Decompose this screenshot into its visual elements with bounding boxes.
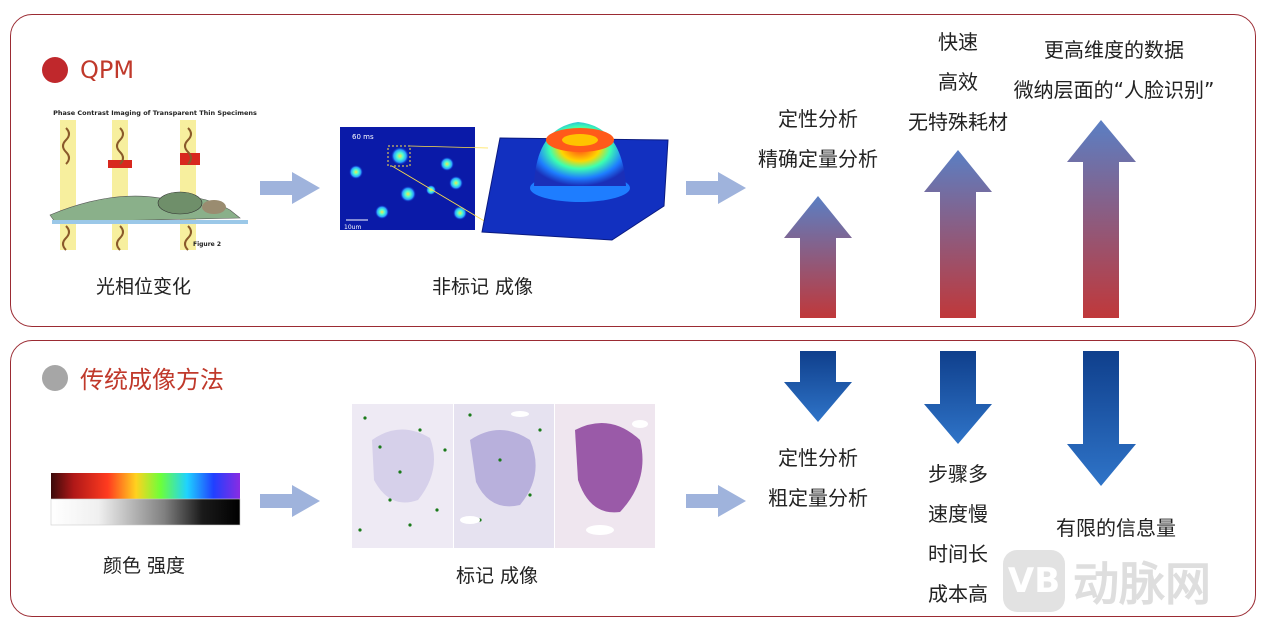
figure-caption: Figure 2: [193, 241, 221, 248]
flow-arrows: [260, 172, 746, 517]
qpm-higher-dim: 更高维度的数据 微纳层面的“人脸识别”: [996, 30, 1232, 110]
flow-arrow-icon: [686, 485, 746, 517]
qpm-analysis-qualitative: 定性分析: [778, 107, 858, 131]
label-label-free: 非标记 成像: [432, 276, 534, 298]
watermark: VB 动脉网: [1003, 548, 1211, 614]
phase-contrast-figure: Phase Contrast Imaging of Transparent Th…: [49, 107, 257, 257]
watermark-logo-icon: VB: [1003, 550, 1065, 612]
down-arrows: [784, 351, 1136, 486]
qpm-scale-label: 10um: [344, 224, 361, 231]
drawback-high-cost: 成本高: [928, 582, 988, 606]
qpm-title: QPM: [80, 56, 135, 84]
color-intensity-bars: [50, 473, 241, 526]
qpm-3d-surface: [481, 122, 669, 241]
qpm-features: 快速 高效 无特殊耗材: [890, 22, 1026, 142]
qpm-face-recognition: 微纳层面的“人脸识别”: [1013, 78, 1215, 102]
traditional-limited-info: 有限的信息量: [1026, 508, 1206, 548]
up-arrow-icon: [1067, 120, 1136, 318]
up-arrow-icon: [784, 196, 852, 318]
figure-title: Phase Contrast Imaging of Transparent Th…: [53, 109, 257, 117]
label-phase-change: 光相位变化: [96, 276, 192, 298]
qpm-time-label: 60 ms: [352, 133, 374, 141]
qpm-cell-image: 60 ms 10um: [340, 127, 489, 231]
down-arrow-icon: [1067, 351, 1136, 486]
qpm-analysis: 定性分析 精确定量分析: [750, 99, 886, 179]
down-arrow-icon: [784, 351, 852, 422]
limited-info-text: 有限的信息量: [1056, 516, 1176, 540]
traditional-analysis-qualitative: 定性分析: [778, 446, 858, 470]
flow-arrow-icon: [686, 172, 746, 204]
traditional-drawbacks: 步骤多 速度慢 时间长 成本高: [890, 454, 1026, 614]
stained-tissue-images: [352, 404, 655, 548]
flow-arrow-icon: [260, 485, 320, 517]
drawback-long-time: 时间长: [928, 542, 988, 566]
qpm-dot-icon: [42, 57, 68, 83]
qpm-higher-data: 更高维度的数据: [1044, 38, 1184, 62]
flow-arrow-icon: [260, 172, 320, 204]
qpm-analysis-quantitative: 精确定量分析: [758, 147, 878, 171]
watermark-text: 动脉网: [1073, 557, 1211, 611]
label-color-intensity: 颜色 强度: [103, 555, 186, 577]
traditional-dot-icon: [42, 364, 68, 391]
traditional-analysis-rough: 粗定量分析: [768, 486, 868, 510]
up-arrow-icon: [924, 150, 992, 318]
qpm-feature-fast: 快速: [938, 30, 978, 54]
qpm-heading: QPM: [42, 56, 134, 84]
up-arrows: [784, 120, 1136, 318]
traditional-analysis: 定性分析 粗定量分析: [750, 438, 886, 518]
down-arrow-icon: [924, 351, 992, 444]
qpm-feature-efficient: 高效: [938, 70, 978, 94]
traditional-title: 传统成像方法: [80, 366, 224, 394]
qpm-feature-no-consumables: 无特殊耗材: [908, 110, 1008, 134]
label-labeled: 标记 成像: [456, 565, 539, 587]
drawback-slow: 速度慢: [928, 502, 988, 526]
drawback-many-steps: 步骤多: [928, 462, 988, 486]
traditional-heading: 传统成像方法: [42, 360, 224, 395]
